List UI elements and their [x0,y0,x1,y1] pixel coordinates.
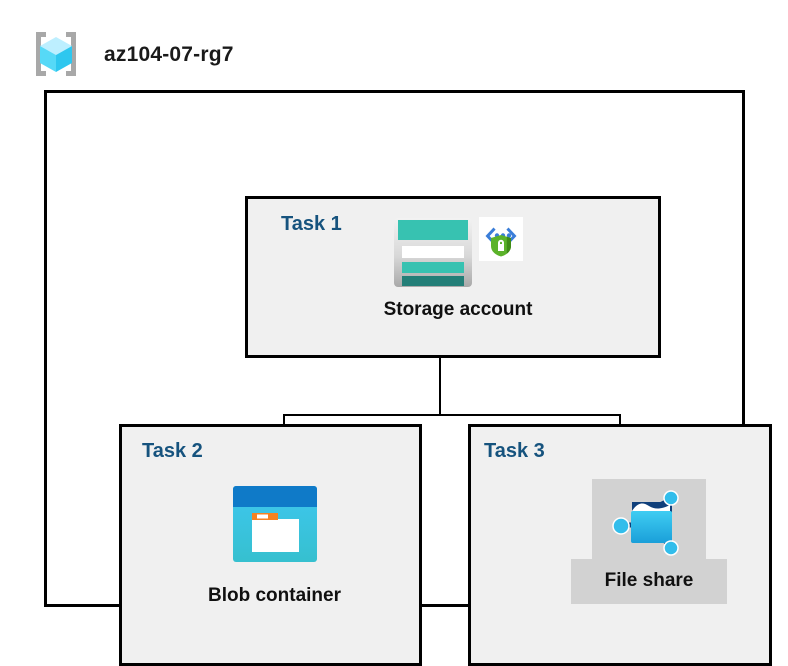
node-file-share[interactable]: File share [559,479,739,604]
file-share-icon [610,485,688,557]
task-box-1[interactable]: Task 1 [245,196,661,358]
node-blob-container[interactable]: Blob container [167,484,382,605]
task-1-label: Task 1 [281,213,342,235]
diagram-canvas: az104-07-rg7 Task 1 [28,26,772,666]
resource-group-title: az104-07-rg7 [104,42,234,66]
resource-group-cube-icon [28,26,84,82]
task-box-3[interactable]: Task 3 [468,424,772,666]
blob-container-caption: Blob container [207,585,341,606]
blob-container-icon [231,484,319,564]
file-share-caption: File share [570,559,728,604]
task-3-label: Task 3 [484,440,545,462]
task-2-label: Task 2 [142,440,203,462]
resource-group-container: Task 1 [44,90,772,666]
node-storage-account[interactable]: Storage account [348,217,568,319]
storage-account-icon-row [393,217,523,289]
storage-account-icon [393,217,473,288]
storage-account-caption: Storage account [383,299,533,320]
task-box-2[interactable]: Task 2 [119,424,422,666]
connector-storage-to-bus [439,308,441,416]
resource-group-header: az104-07-rg7 [28,26,428,82]
file-share-icon-highlight [592,479,706,559]
connector-branch-bus [283,414,621,416]
private-endpoint-shield-icon [479,217,523,261]
